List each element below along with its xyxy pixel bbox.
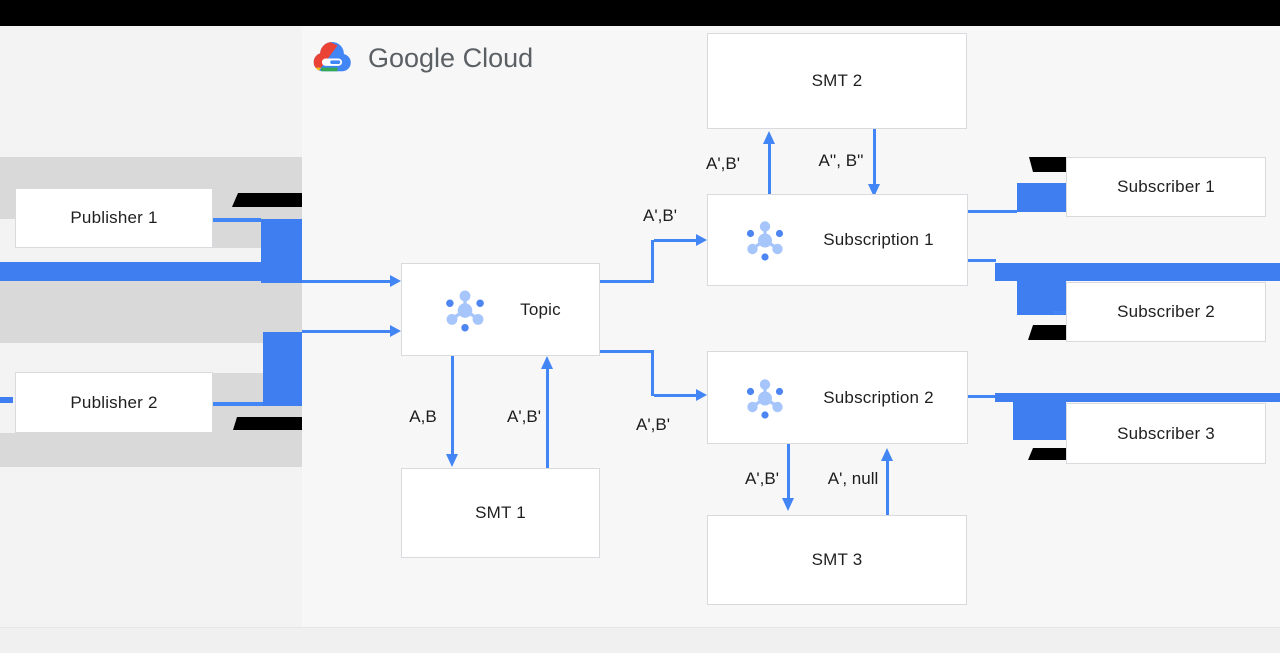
edge-label-smt1-topic: A',B' (507, 407, 541, 426)
node-subscriber-2: Subscriber 2 (1066, 282, 1266, 342)
edge-topic-sub2-line (651, 350, 654, 396)
google-cloud-logo: Google Cloud (310, 40, 533, 77)
edge-smt1-topic-line (546, 369, 549, 468)
edge-topic-smt1-arrowhead (446, 454, 458, 467)
node-label: Publisher 1 (70, 208, 158, 227)
gray-band (0, 433, 302, 467)
blue-overlay-fragment (0, 397, 13, 403)
blue-overlay-block (1013, 393, 1066, 440)
pubsub-subscription-icon (741, 216, 789, 264)
google-cloud-logo-icon (310, 40, 354, 77)
pubsub-topic-icon (440, 285, 490, 335)
gray-band (0, 281, 302, 343)
edge-label-topic-sub1: A',B' (643, 206, 677, 225)
node-label: Subscriber 3 (1117, 423, 1215, 443)
blue-overlay-block (1017, 183, 1066, 212)
edge-sub1-subscriber2-line (968, 259, 996, 262)
node-subscription-2: Subscription 2 (707, 351, 968, 444)
node-subscription-1: Subscription 1 (707, 194, 968, 286)
node-subscriber-1: Subscriber 1 (1066, 157, 1266, 217)
publisher2-out-line (213, 402, 263, 406)
top-black-bar (0, 0, 1280, 26)
edge-topic-sub2-line (654, 394, 696, 397)
black-overlay-bar (233, 417, 302, 430)
edge-sub1-subscriber1-line (968, 210, 1017, 213)
edge-topic-sub2-arrowhead (696, 389, 707, 401)
edge-topic-sub2-line (600, 350, 654, 353)
edge-label-topic-smt1: A,B (409, 407, 437, 426)
node-label: SMT 2 (811, 71, 863, 90)
edge-subscriber2-stub-line (1053, 311, 1066, 314)
node-label: Publisher 2 (70, 392, 158, 412)
gray-band (213, 219, 261, 248)
blue-overlay-block (1017, 263, 1066, 315)
node-label: Subscriber 2 (1117, 302, 1215, 321)
black-overlay-bar (1028, 325, 1066, 340)
edge-pub1-topic-line (302, 280, 391, 283)
blue-overlay-stripe (995, 263, 1280, 281)
black-overlay-bar (1029, 157, 1066, 172)
blue-overlay-block (263, 332, 302, 406)
edge-smt2-sub1-arrowhead (868, 184, 880, 197)
node-label: Subscription 1 (823, 230, 934, 249)
blue-overlay-block (261, 219, 302, 283)
edge-pub1-topic-arrowhead (390, 275, 401, 287)
edge-smt1-topic-arrowhead (541, 356, 553, 369)
edge-topic-sub1-arrowhead (696, 234, 707, 246)
edge-label-sub2-smt3: A',B' (745, 469, 779, 488)
node-label: Subscriber 1 (1117, 177, 1215, 196)
publisher1-out-line (213, 218, 261, 222)
edge-label-sub1-smt2: A',B' (706, 154, 740, 173)
edge-smt3-sub2-arrowhead (881, 448, 893, 461)
black-overlay-bar (232, 193, 302, 207)
edge-topic-sub1-line (651, 240, 654, 283)
node-label: Subscription 2 (823, 387, 934, 407)
node-label: SMT 1 (475, 503, 526, 522)
pubsub-subscription-icon (741, 374, 789, 422)
edge-pub2-topic-arrowhead (390, 325, 401, 337)
edge-smt3-sub2-line (886, 461, 889, 515)
edge-pub2-topic-line (302, 330, 391, 333)
edge-topic-smt1-line (451, 356, 454, 454)
node-publisher-2: Publisher 2 (15, 372, 213, 433)
node-label: SMT 3 (811, 550, 863, 569)
edge-label-smt2-sub1: A'', B'' (818, 151, 864, 170)
edge-label-smt3-sub2: A', null (827, 469, 879, 488)
edge-sub2-subscriber3-line (968, 395, 1014, 398)
edge-sub2-smt3-arrowhead (782, 498, 794, 511)
node-label: Topic (520, 299, 561, 319)
edge-sub2-smt3-line (787, 444, 790, 498)
bottom-strip (0, 627, 1280, 653)
node-topic: Topic (401, 263, 600, 356)
edge-topic-sub1-line (600, 280, 654, 283)
edge-topic-sub1-line (654, 239, 696, 242)
google-cloud-logo-text: Google Cloud (368, 43, 534, 73)
node-smt-2: SMT 2 (707, 33, 967, 129)
edge-smt2-sub1-line (873, 129, 876, 184)
edge-sub1-smt2-arrowhead (763, 131, 775, 144)
node-subscriber-3: Subscriber 3 (1066, 403, 1266, 464)
blue-overlay-stripe (0, 262, 261, 281)
black-overlay-bar (1028, 448, 1067, 460)
blue-overlay-stripe (995, 393, 1280, 402)
node-smt-3: SMT 3 (707, 515, 967, 605)
node-publisher-1: Publisher 1 (15, 188, 213, 248)
edge-sub1-smt2-line (768, 144, 771, 194)
node-smt-1: SMT 1 (401, 468, 600, 558)
edge-label-topic-sub2: A',B' (636, 415, 670, 434)
